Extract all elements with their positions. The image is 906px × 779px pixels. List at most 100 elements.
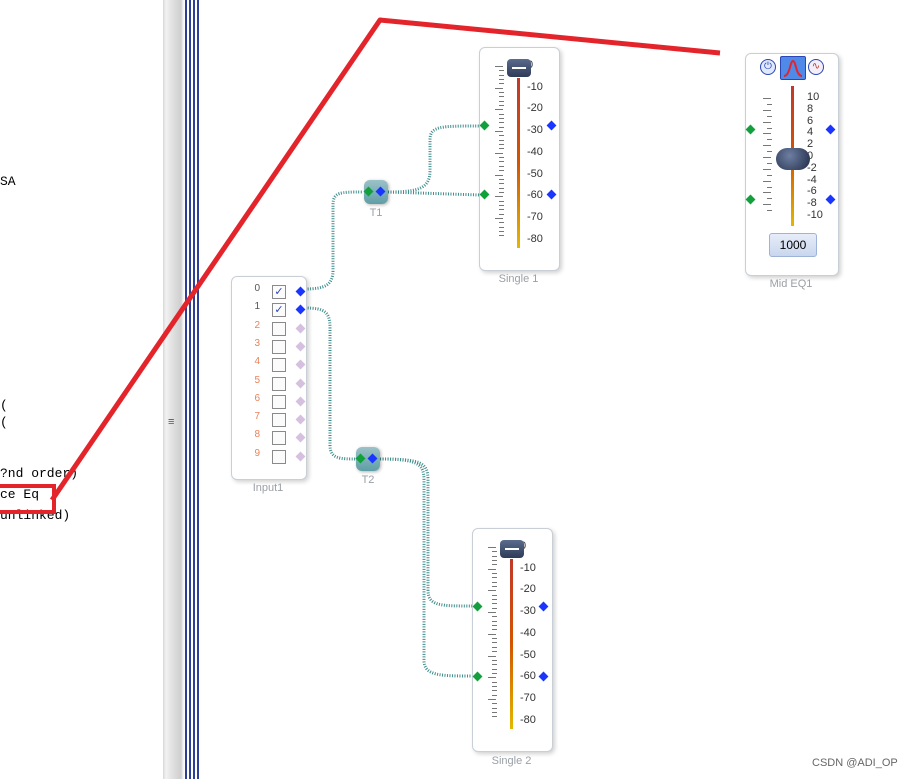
scale-minor-tick: [492, 668, 497, 670]
input-channel-row: 7: [232, 411, 312, 429]
scale-minor-tick: [767, 210, 772, 212]
scale-minor-tick: [499, 165, 504, 167]
input-channel-output-pin[interactable]: [295, 396, 306, 407]
input-channel-number: 8: [254, 429, 260, 441]
wire-t2-single2-b: [379, 457, 474, 678]
scale-minor-tick: [499, 74, 504, 76]
sine-wave-icon[interactable]: ∿: [808, 59, 824, 75]
wire-t2-single2-a: [379, 457, 474, 608]
scale-minor-tick: [499, 139, 504, 141]
scale-minor-tick: [767, 162, 772, 164]
input-channel-checkbox[interactable]: [272, 321, 286, 336]
scale-minor-tick: [499, 178, 504, 180]
scale-minor-tick: [488, 698, 496, 700]
scale-minor-tick: [763, 133, 771, 135]
scale-minor-tick: [767, 115, 772, 117]
scale-minor-tick: [492, 664, 497, 666]
input-channel-checkbox[interactable]: [272, 394, 286, 409]
t2-label: T2: [361, 474, 375, 486]
bell-curve-icon[interactable]: [780, 56, 806, 80]
input-channel-output-pin[interactable]: [295, 304, 306, 315]
scale-minor-tick: [488, 655, 496, 657]
scale-minor-tick: [495, 217, 503, 219]
scale-minor-tick: [495, 131, 503, 133]
input-channel-checkbox[interactable]: [272, 376, 286, 391]
scale-minor-tick: [495, 109, 503, 111]
scale-minor-tick: [763, 192, 771, 194]
scale-minor-tick: [767, 198, 772, 200]
scale-tick-label: -6: [807, 185, 817, 198]
single2-fader-knob[interactable]: [500, 540, 524, 558]
scale-tick-label: 6: [807, 114, 814, 127]
single1-fader-knob[interactable]: [507, 59, 531, 77]
scale-tick-label: 0: [807, 150, 814, 162]
left-text-line: ?nd order): [0, 466, 79, 481]
scale-minor-tick: [499, 204, 504, 206]
scale-minor-tick: [499, 113, 504, 115]
scale-minor-tick: [767, 186, 772, 188]
input-channel-checkbox[interactable]: ✓: [272, 285, 286, 299]
input-channel-row: 8: [232, 429, 312, 447]
scale-minor-tick: [492, 707, 497, 709]
scale-minor-tick: [488, 568, 496, 570]
input-channel-checkbox[interactable]: [272, 358, 286, 373]
input-channel-row: 5: [232, 375, 312, 393]
splitter-grip-icon[interactable]: ≡: [168, 416, 175, 428]
input-channel-output-pin[interactable]: [295, 286, 306, 297]
scale-minor-tick: [499, 230, 504, 232]
input-channel-row: 4: [232, 356, 312, 374]
input-channel-output-pin[interactable]: [295, 432, 306, 443]
scale-minor-tick: [492, 603, 497, 605]
wire-input0-t1: [304, 190, 364, 291]
scale-minor-tick: [488, 633, 496, 635]
scale-tick-label: 2: [807, 138, 814, 151]
single2-track: [510, 559, 513, 729]
scale-tick-label: -2: [807, 161, 817, 174]
input-channel-row: 9: [232, 448, 312, 466]
scale-minor-tick: [499, 100, 504, 102]
input-channel-checkbox[interactable]: [272, 449, 286, 464]
left-text-line: (: [0, 398, 8, 413]
scale-minor-tick: [499, 118, 504, 120]
input-channel-row: 6: [232, 393, 312, 411]
mid-eq-gain-knob[interactable]: [776, 148, 810, 170]
scale-minor-tick: [499, 70, 504, 72]
input-channel-output-pin[interactable]: [295, 341, 306, 352]
input-channel-number: 0: [254, 283, 260, 294]
mid-eq-frequency-field[interactable]: 1000: [769, 233, 817, 257]
input-channel-checkbox[interactable]: [272, 339, 286, 354]
scale-minor-tick: [763, 109, 771, 111]
wire-t1-single1-a: [387, 124, 481, 194]
input-channel-output-pin[interactable]: [295, 451, 306, 462]
scale-minor-tick: [488, 547, 496, 548]
left-text-line: SA: [0, 174, 16, 189]
scale-minor-tick: [492, 560, 497, 562]
scale-minor-tick: [499, 170, 504, 172]
scale-tick-label: 10: [807, 91, 820, 103]
scale-minor-tick: [499, 96, 504, 98]
scale-tick-label: -10: [807, 209, 823, 221]
scale-minor-tick: [492, 651, 497, 653]
scale-minor-tick: [499, 200, 504, 202]
input-channel-output-pin[interactable]: [295, 414, 306, 425]
input-channel-checkbox[interactable]: [272, 413, 286, 428]
scale-tick-label: -50: [527, 167, 543, 180]
input-channel-number: 7: [254, 411, 260, 423]
input-channel-checkbox[interactable]: [272, 431, 286, 446]
scale-minor-tick: [763, 98, 771, 99]
input-channel-row: 1✓: [232, 301, 312, 319]
scale-minor-tick: [492, 659, 497, 661]
scale-minor-tick: [499, 92, 504, 94]
scale-tick-label: -70: [527, 210, 543, 223]
input-channel-output-pin[interactable]: [295, 378, 306, 388]
scale-minor-tick: [495, 196, 503, 198]
scale-minor-tick: [492, 607, 497, 609]
scale-tick-label: -40: [527, 145, 543, 158]
scale-minor-tick: [499, 79, 504, 81]
scale-minor-tick: [499, 122, 504, 124]
input-channel-checkbox[interactable]: ✓: [272, 303, 286, 318]
input-channel-output-pin[interactable]: [295, 323, 306, 334]
power-icon[interactable]: ⏻: [760, 59, 776, 75]
input-channel-output-pin[interactable]: [295, 359, 306, 370]
